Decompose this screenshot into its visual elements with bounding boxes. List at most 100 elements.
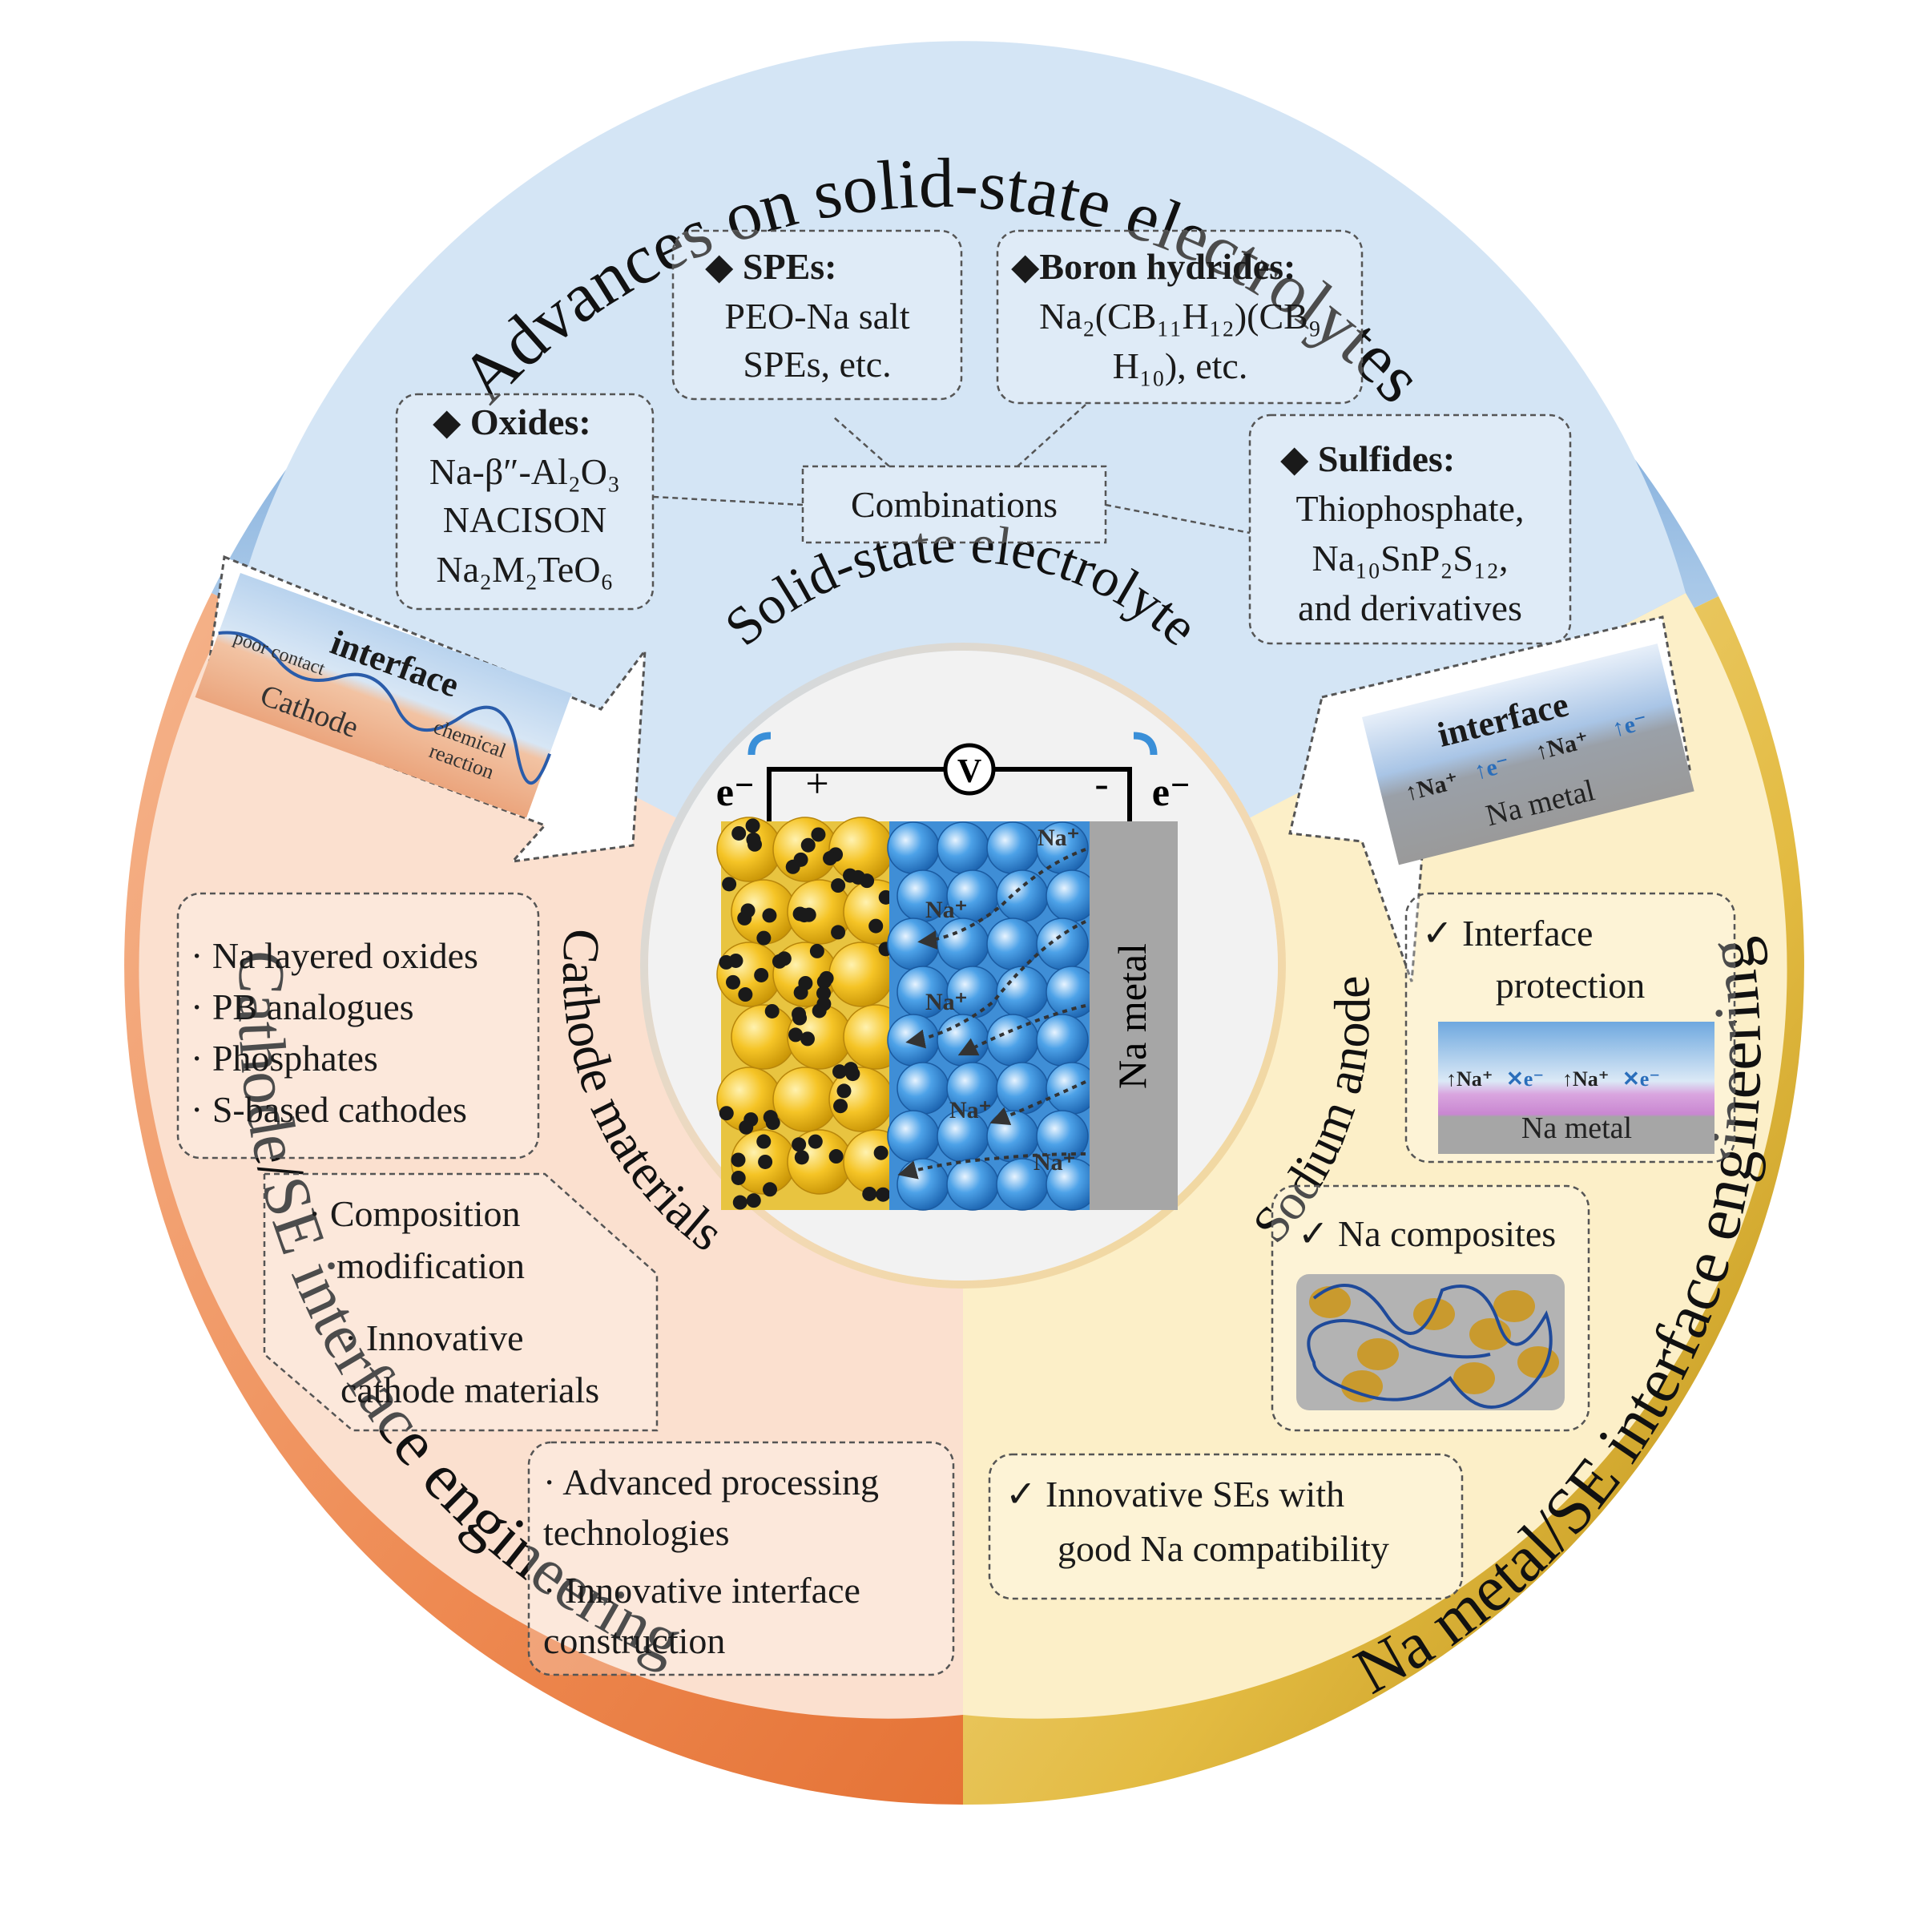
cathode-particle [731, 1004, 796, 1070]
list-item: · S-based cathodes [191, 1089, 467, 1130]
electrolyte-particle [946, 1158, 999, 1211]
svg-text:· Composition: · Composition [308, 1193, 521, 1234]
ion-paths: Na⁺Na⁺Na⁺Na⁺Na⁺ [897, 825, 1086, 1180]
conductive-dot [792, 1137, 807, 1152]
inner-ring [640, 643, 1286, 1289]
conductive-dot [876, 1187, 891, 1202]
svg-text:✕e⁻: ✕e⁻ [1622, 1067, 1660, 1091]
electron-left-label: e⁻ [716, 769, 755, 814]
conductive-dot [833, 1099, 848, 1114]
battery-cell: V + - e⁻ e⁻ Na metal Na⁺Na⁺Na⁺Na⁺Na⁺ [716, 732, 1191, 1211]
na-blob [1453, 1362, 1495, 1394]
svg-text:✕e⁻: ✕e⁻ [1506, 1067, 1544, 1091]
conductive-dot [746, 832, 761, 847]
conductive-dot [754, 967, 769, 982]
svg-text:Na₁₀SnP₂S₁₂,: Na₁₀SnP₂S₁₂, [1312, 538, 1508, 579]
svg-text:↑Na⁺: ↑Na⁺ [1446, 1067, 1493, 1091]
conductive-dot [746, 1193, 761, 1208]
electrolyte-particle [986, 1110, 1039, 1163]
svg-text:✓ Innovative SEs with: ✓ Innovative SEs with [1005, 1474, 1344, 1515]
conductive-dot [788, 1027, 804, 1043]
composition-box: · Composition modification · Innovative … [263, 1172, 659, 1432]
electrolyte-layer [887, 821, 1098, 1211]
svg-text:and derivatives: and derivatives [1298, 587, 1522, 628]
electrolyte-particle [996, 869, 1049, 922]
cathode-materials-list: · Na layered oxides · PB analogues · Pho… [176, 892, 540, 1160]
polymer-network [1307, 1284, 1553, 1409]
voltmeter-icon [943, 743, 996, 796]
conductive-dot [763, 1182, 778, 1197]
conductive-dot [816, 996, 832, 1011]
svg-text:✓ Na composites: ✓ Na composites [1298, 1213, 1556, 1254]
list-item: · Phosphates [191, 1038, 378, 1079]
conductive-dot [756, 930, 772, 946]
na-metal-anode [1090, 821, 1178, 1210]
conductive-dot [800, 837, 816, 853]
conductive-dot [796, 908, 812, 923]
circuit-wire-right [993, 767, 1132, 821]
svg-text:NACISON: NACISON [443, 499, 606, 540]
conductive-dot [738, 987, 753, 1002]
svg-text:Na₂M₂TeO₆: Na₂M₂TeO₆ [436, 549, 613, 590]
electrolyte-particle [937, 918, 989, 970]
svg-text:PEO-Na salt: PEO-Na salt [724, 296, 909, 337]
oxides-box: ◆ Oxides: Na-β″-Al₂O₃ NACISON Na₂M₂TeO₆ [395, 393, 655, 611]
voltmeter-label: V [957, 753, 981, 790]
electrolyte-particle [887, 918, 940, 970]
ion-path-arrow [957, 1004, 1086, 1056]
conductive-dot [732, 1195, 747, 1210]
svg-text:protection: protection [1496, 965, 1646, 1006]
svg-text:✓ Interface: ✓ Interface [1422, 913, 1593, 954]
cathode-interface-callout: interface poor contact chemical reaction… [195, 555, 647, 864]
na-blob [1493, 1290, 1535, 1322]
electrolyte-particle [1036, 918, 1089, 970]
list-item: · PB analogues [191, 986, 414, 1027]
conductive-dot [798, 975, 813, 990]
na-ion-label: Na⁺ [1038, 825, 1080, 851]
electrolyte-particle [937, 1014, 989, 1067]
svg-text:technologies: technologies [543, 1512, 730, 1553]
svg-text:· Advanced processing: · Advanced processing [543, 1462, 879, 1502]
conductive-dot [811, 827, 826, 842]
conductive-dot [762, 908, 777, 923]
cathode-interface-image [195, 573, 572, 818]
processing-box: · Advanced processing technologies · Inn… [527, 1441, 955, 1676]
svg-text:cathode materials: cathode materials [340, 1369, 599, 1410]
electrolyte-particle [937, 821, 989, 874]
conductive-dot [745, 818, 760, 833]
ion-path-arrow [897, 1152, 1086, 1180]
svg-text:· Innovative: · Innovative [345, 1317, 524, 1358]
svg-text:modification: modification [336, 1245, 525, 1286]
conductive-dot [719, 1106, 734, 1121]
electrolyte-particle [1036, 1014, 1089, 1067]
conductive-dot [758, 1154, 773, 1169]
conductive-dot [831, 878, 846, 893]
boron-title: ◆Boron hydrides: [1011, 246, 1295, 287]
na-composites-box: ✓ Na composites [1271, 1184, 1590, 1432]
svg-text:good Na compatibility: good Na compatibility [1058, 1528, 1389, 1569]
conductive-dot [772, 954, 787, 969]
conductive-dot [731, 1170, 746, 1185]
interface-protection-box: ✓ Interface protection ↑Na⁺ ✕e⁻ ↑Na⁺ ✕e⁻… [1404, 892, 1736, 1164]
conductive-dot [868, 918, 884, 934]
conductive-dot [836, 1083, 852, 1099]
conductive-dot [763, 1110, 778, 1125]
conductive-dot [726, 974, 741, 990]
cathode-layer [716, 817, 909, 1210]
electrolyte-particle [897, 1062, 949, 1115]
conductive-dot [792, 1006, 807, 1022]
conductive-dot [740, 903, 755, 918]
conductive-dot [808, 1134, 823, 1149]
conductive-dot [809, 943, 824, 958]
conductive-dot [731, 825, 747, 841]
conductive-dot [785, 859, 800, 874]
conductive-dot [794, 1150, 809, 1165]
svg-text:H₁₀), etc.: H₁₀), etc. [1113, 345, 1248, 386]
conductive-dot [819, 970, 834, 986]
sulfides-title: ◆ Sulfides: [1280, 438, 1455, 479]
na-blob [1309, 1286, 1351, 1318]
conductive-dot [832, 1064, 847, 1079]
na-ion-label: Na⁺ [925, 989, 968, 1015]
ion-path-arrow [917, 848, 1086, 950]
